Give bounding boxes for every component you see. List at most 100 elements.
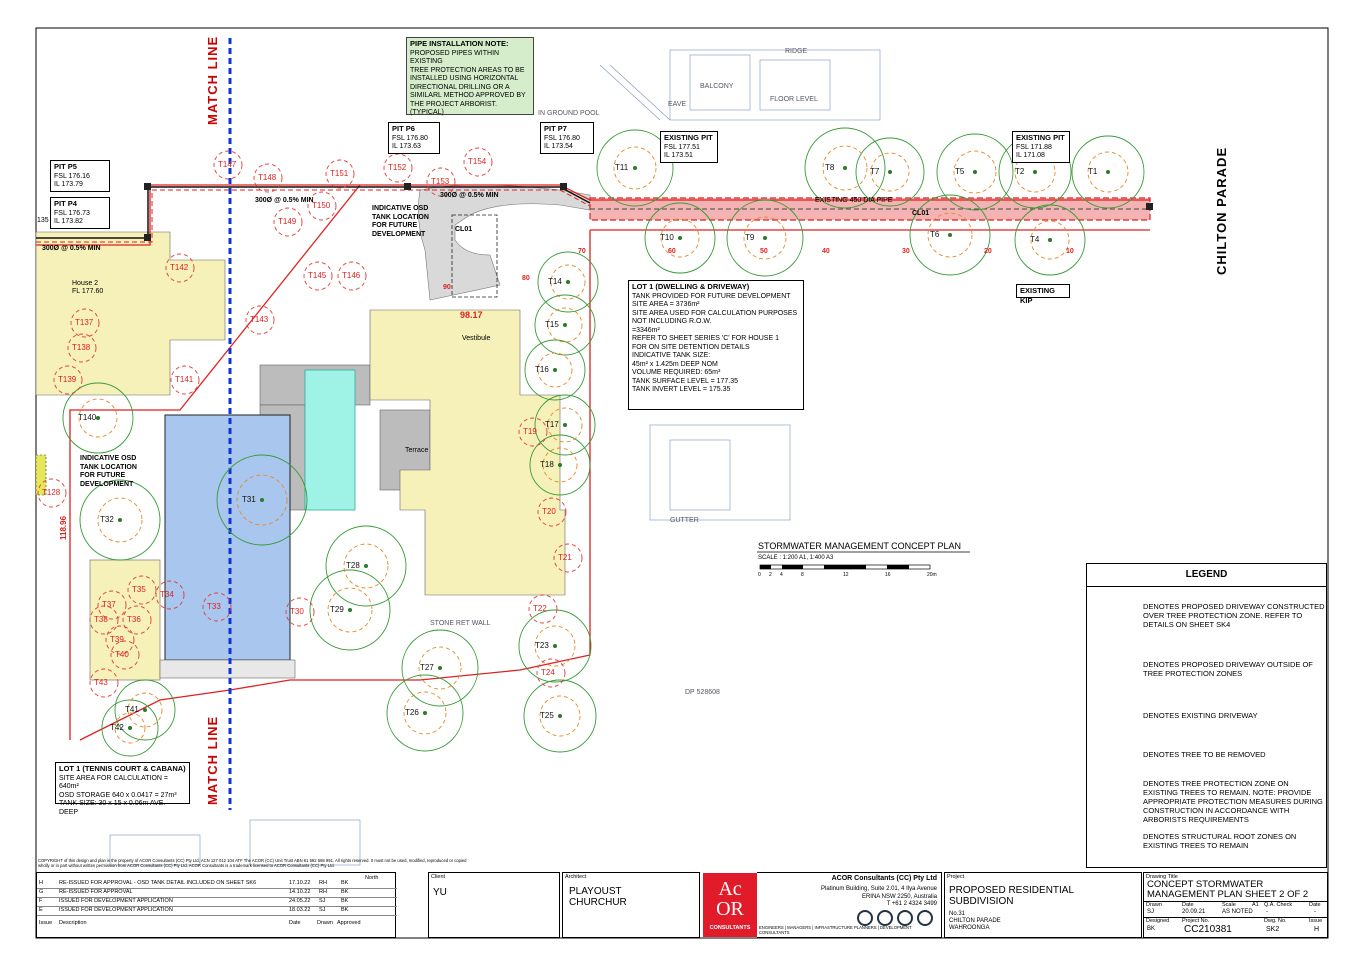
tree-marker: [128, 726, 132, 730]
company-name: ACOR Consultants (CC) Pty Ltd: [831, 875, 937, 882]
pit-title: EXISTING PIT: [664, 133, 713, 142]
tree-label: T23: [535, 641, 549, 650]
tpz-circle: [855, 137, 925, 207]
legend-row: DENOTES STRUCTURAL ROOT ZONES ON EXISTIN…: [1087, 832, 1327, 872]
tree-label: T17: [545, 420, 559, 429]
tree-marker: [553, 368, 557, 372]
tree-remove-circle: [307, 191, 337, 221]
tpz-circle: [325, 525, 407, 607]
lot1-line: TANK SURFACE LEVEL = 177.35: [632, 377, 739, 385]
lot1-line: TANK PROVIDED FOR FUTURE DEVELOPMENT: [632, 292, 791, 300]
pit-title: PIT P7: [544, 124, 567, 133]
tree-remove-circle: [155, 580, 185, 610]
tree-marker: [678, 236, 682, 240]
pipe-installation-note: PIPE INSTALLATION NOTE: PROPOSED PIPES W…: [406, 37, 534, 116]
issue-label: Issue: [1309, 918, 1323, 924]
tree-remove-circle: [528, 594, 558, 624]
tennis-court: [159, 414, 296, 679]
tree-label: T16: [535, 365, 549, 374]
tree-label: T8: [825, 163, 835, 172]
tree-remove-circle: [89, 605, 119, 635]
lot1-line: TANK INVERT LEVEL = 175.35: [632, 386, 731, 393]
tree-label-removed: T150: [312, 201, 331, 210]
scale-tick-label: 8: [801, 572, 804, 578]
tpz-circle: [309, 569, 391, 651]
tree-label: T14: [548, 277, 562, 286]
tpz-circle: [523, 679, 597, 753]
pipe-note-line: TREE PROTECTION AREAS TO BE: [410, 66, 525, 74]
tree-marker: [364, 564, 368, 568]
tree-label-removed: T19: [523, 427, 537, 436]
tree-remove-circle: [37, 478, 67, 508]
floor-level-label: FLOOR LEVEL: [770, 96, 818, 103]
tree-label: T10: [660, 233, 674, 242]
tree-label-removed: T141: [175, 375, 194, 384]
date-label: Date: [1182, 902, 1194, 908]
tree-remove-circle: [518, 417, 548, 447]
srz-circle: [660, 218, 700, 258]
tree-remove-circle: [245, 305, 275, 335]
house-footprints: [35, 231, 566, 681]
tree-label: T140: [78, 413, 97, 422]
pit-il: IL 171.08: [1016, 152, 1045, 159]
disciplines: ENGINEERS | MANAGERS | INFRASTRUCTURE PL…: [759, 925, 912, 935]
tree-remove-circle: [110, 640, 140, 670]
scale-value: AS NOTED: [1222, 909, 1253, 915]
lot1-line: =3346m²: [632, 326, 660, 334]
issue-value: H: [1314, 926, 1320, 933]
tpz-circle: [114, 679, 176, 741]
tree-marker: [563, 423, 567, 427]
srz-circle: [743, 216, 787, 260]
date2-label: Date: [1309, 902, 1321, 908]
scale-tick-label: 4: [780, 572, 783, 578]
tree-remove-circle: [70, 308, 100, 338]
tpz-circle: [596, 129, 674, 207]
scale-subtitle: SCALE : 1:200 A1, 1:400 A3: [758, 555, 834, 561]
tree-label: T5: [955, 167, 965, 176]
tree-remove-circle: [127, 575, 157, 605]
lot1-line: SITE AREA USED FOR CALCULATION PURPOSES: [632, 309, 798, 317]
tree-label: T27: [420, 663, 434, 672]
pipe-label: 300Ø @ 0.5% MIN: [255, 197, 314, 204]
tree-marker: [96, 416, 100, 420]
legend-text: DENOTES PROPOSED DRIVEWAY OUTSIDE OF TRE…: [1143, 660, 1313, 678]
pit-il: IL 173.51: [664, 152, 693, 159]
lot1-line: INDICATIVE TANK SIZE:: [632, 352, 711, 359]
project-no-value: CC210381: [1184, 924, 1232, 935]
tree-label-removed: T38: [94, 615, 108, 624]
scale-label: Scale: [1222, 902, 1236, 908]
tree-label: T41: [125, 705, 139, 714]
tree-marker: [118, 518, 122, 522]
tree-label-removed: T149: [278, 217, 297, 226]
tree-remove-circle: [383, 153, 413, 183]
tree-marker: [973, 170, 977, 174]
tree-label: T15: [545, 320, 559, 329]
level-9817: 98.17: [460, 310, 483, 320]
tree-label-removed: T152: [388, 163, 407, 172]
srz-circle: [953, 150, 997, 194]
accreditation-icons: [857, 910, 933, 926]
srz-circle: [236, 474, 288, 526]
srz-circle: [539, 695, 581, 737]
srz-circle: [343, 543, 389, 589]
tree-label: T2: [1015, 167, 1025, 176]
lot1-line: FOR ON SITE DETENTION DETAILS: [632, 343, 750, 351]
legend-row: DENOTES EXISTING DRIVEWAY: [1087, 711, 1327, 751]
tree-remove-circle: [426, 167, 456, 197]
tree-label-removed: T37: [102, 600, 116, 609]
lot1-dwelling-note: LOT 1 (DWELLING & DRIVEWAY) TANK PROVIDE…: [628, 280, 804, 410]
balcony-label: BALCONY: [700, 83, 734, 90]
tree-remove-circle: [122, 605, 152, 635]
tree-label: T28: [346, 561, 360, 570]
tpz-circle: [534, 294, 596, 356]
tpz-circle: [534, 394, 596, 456]
tpz-circle: [936, 133, 1014, 211]
tree-label-removed: T146: [342, 271, 361, 280]
